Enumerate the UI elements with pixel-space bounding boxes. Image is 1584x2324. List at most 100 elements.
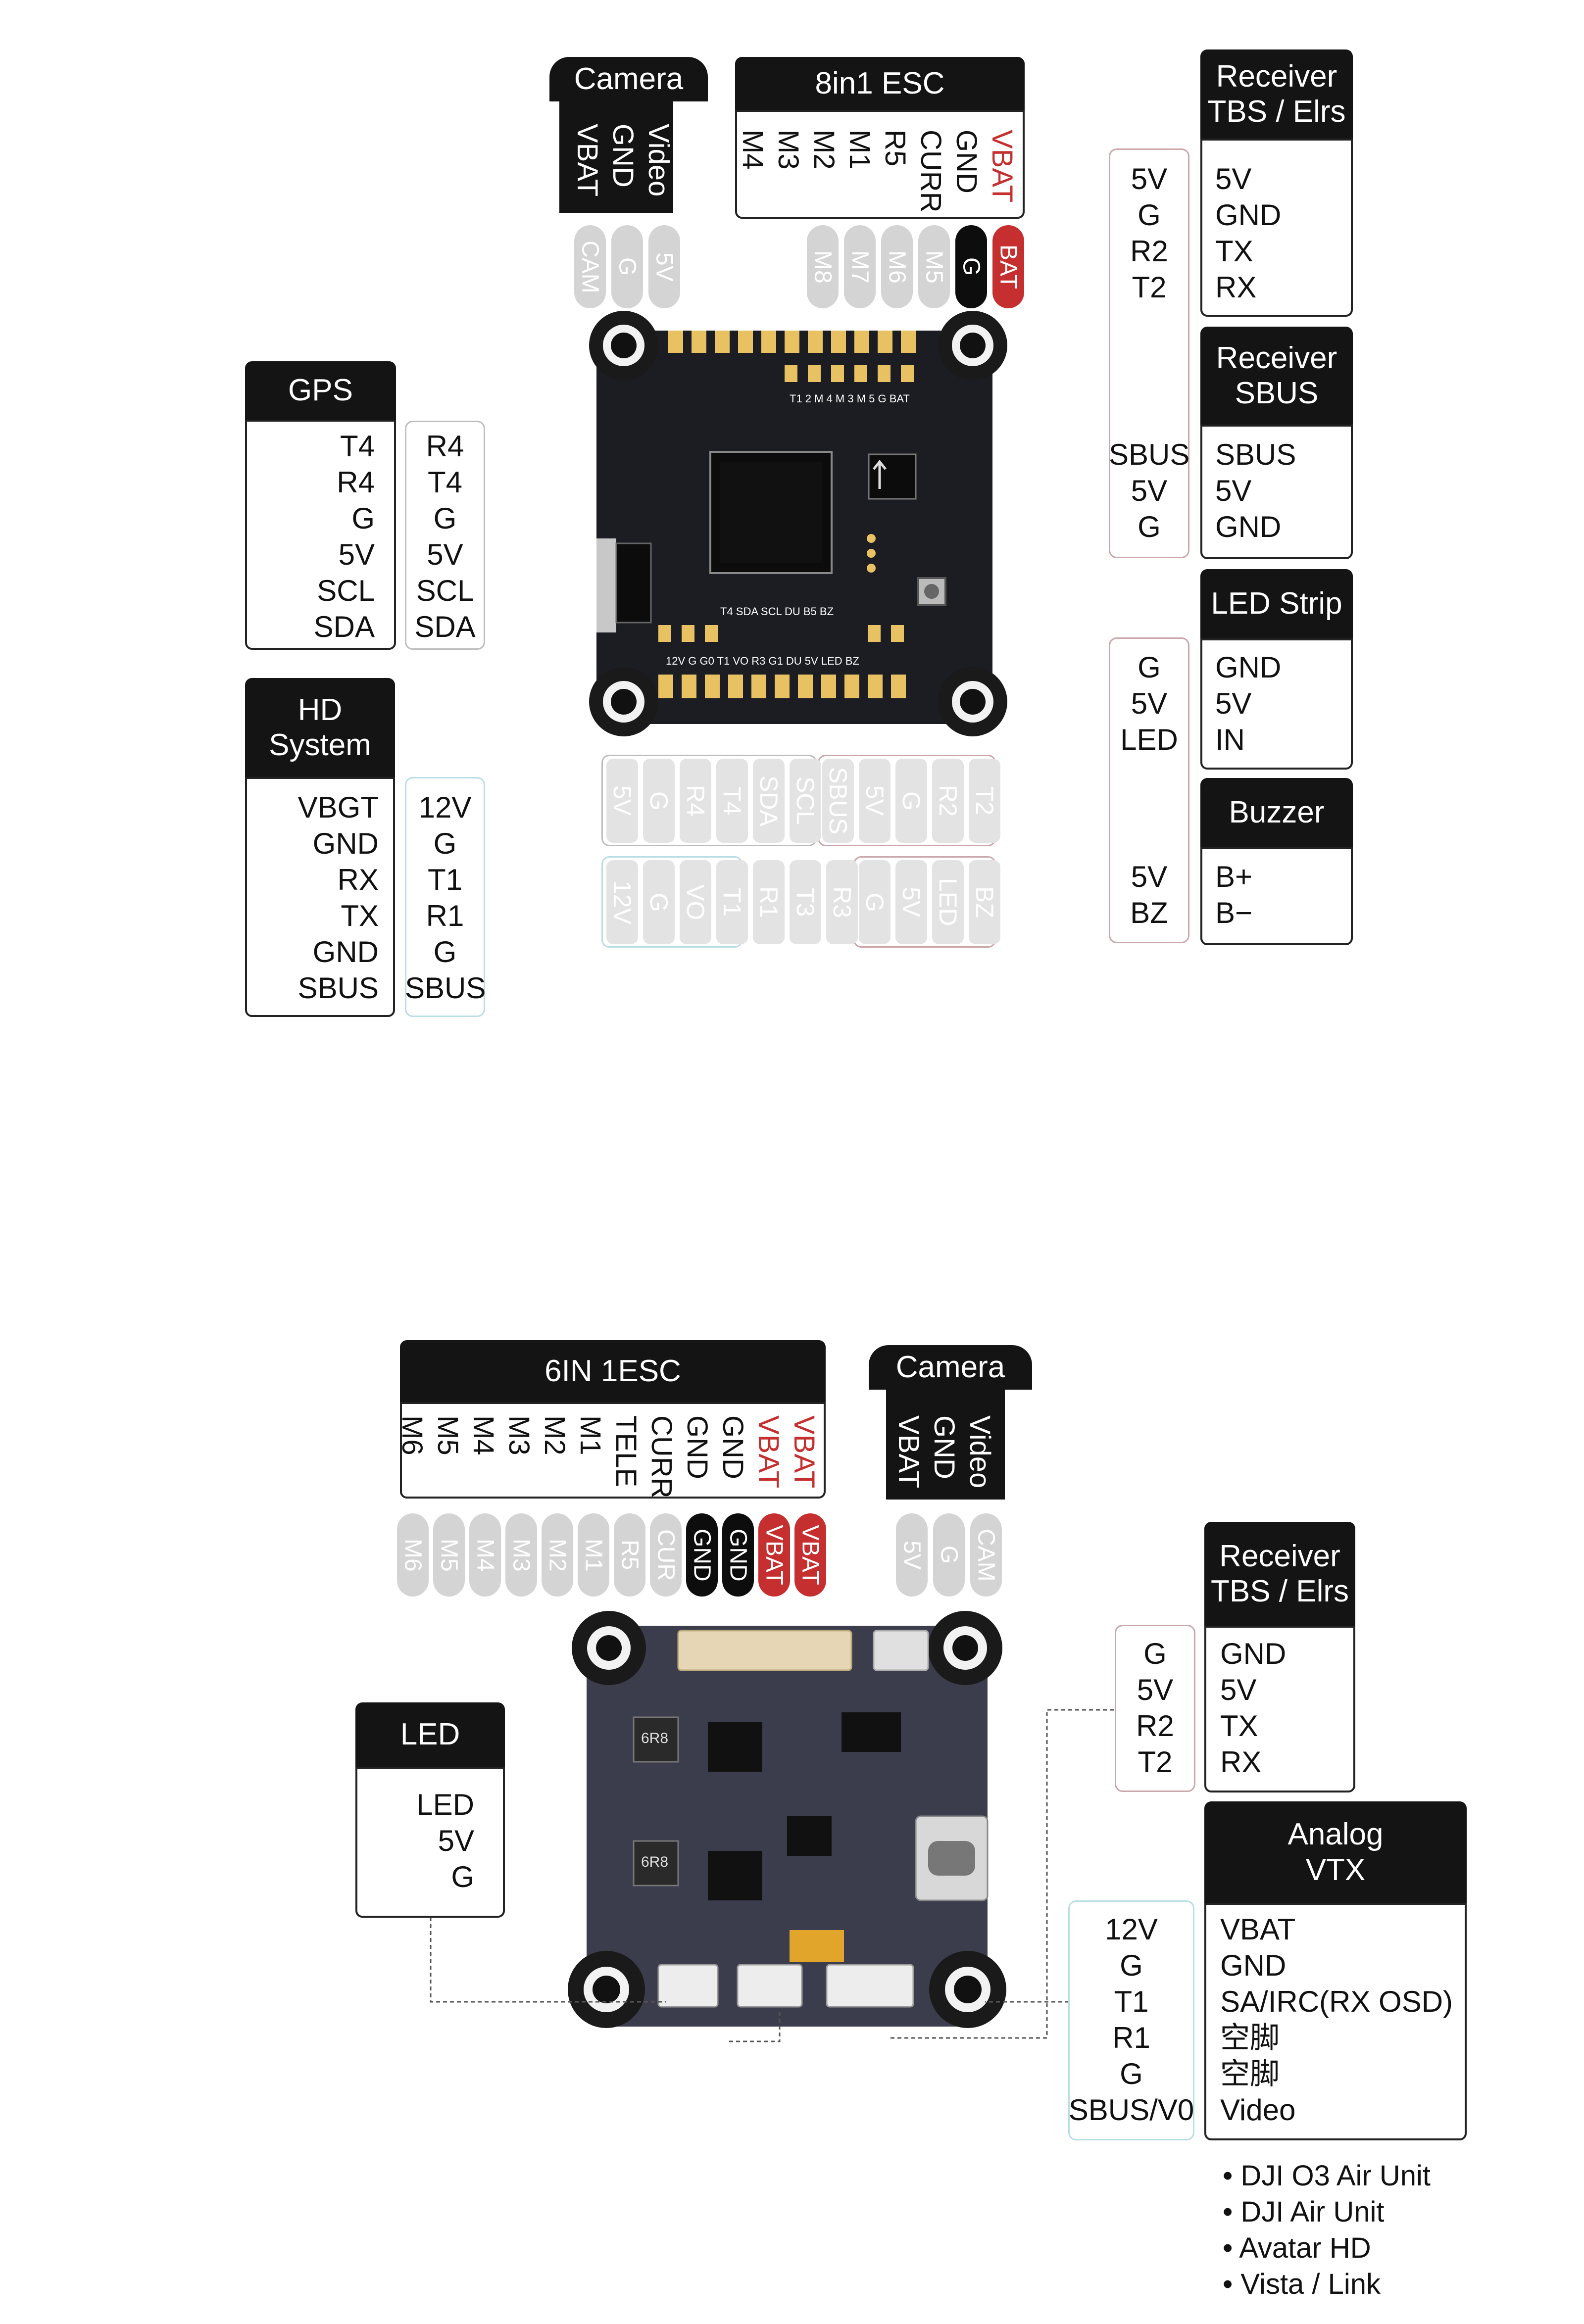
pin-label: GND bbox=[928, 1415, 960, 1479]
top-camera-header: Camera bbox=[549, 57, 708, 101]
top-esc-header: 8in1 ESC bbox=[735, 57, 1025, 110]
pad: M6 bbox=[397, 1513, 429, 1597]
fc-label: G bbox=[1138, 651, 1161, 684]
bottom-receiver-tbs-fc-labels: G 5V R2 T2 bbox=[1115, 1636, 1195, 1780]
bottom-receiver-tbs-fc-box bbox=[1115, 1625, 1195, 1792]
pad-bat: BAT bbox=[992, 225, 1024, 308]
pin-label: M3 bbox=[503, 1415, 535, 1455]
pad: M2 bbox=[542, 1513, 573, 1597]
pin-label: Video bbox=[1220, 2093, 1296, 2127]
fc-label: G bbox=[1138, 510, 1161, 543]
pad: 5V bbox=[895, 860, 927, 944]
top-fc-board: 12V G G0 T1 VO R3 G1 DU 5V LED BZ T4 SDA… bbox=[577, 311, 1012, 744]
bottom-esc-pins: VBAT VBAT GND GND CURR TELE M1 M2 M3 M4 … bbox=[396, 1415, 822, 1499]
pin-label: Video bbox=[643, 124, 675, 197]
pin-label: RX bbox=[337, 863, 379, 896]
pad: M4 bbox=[469, 1513, 501, 1597]
pin-label: CURR bbox=[645, 1415, 678, 1499]
top-receiver-sbus-box bbox=[1200, 425, 1353, 559]
list-item: • DJI O3 Air Unit bbox=[1223, 2160, 1431, 2192]
pin-label: 5V bbox=[1215, 687, 1252, 720]
pin-label: 5V bbox=[338, 538, 375, 571]
pin-label: VBAT bbox=[1220, 1913, 1296, 1946]
bottom-led-box bbox=[355, 1767, 505, 1918]
pad: M5 bbox=[433, 1513, 465, 1597]
pad: M1 bbox=[578, 1513, 609, 1597]
pad: 5V bbox=[648, 225, 680, 308]
pad: T3 bbox=[790, 860, 821, 944]
fc-label: G bbox=[1138, 198, 1161, 232]
top-gps-box bbox=[245, 420, 396, 650]
bottom-camera-pins: Video GND VBAT bbox=[892, 1415, 997, 1488]
pin-label: M6 bbox=[396, 1415, 428, 1455]
fc-label: SCL bbox=[416, 574, 474, 607]
title-line: VTX bbox=[1305, 1852, 1366, 1887]
pin-label: GND bbox=[1215, 510, 1282, 543]
pad: T2 bbox=[969, 759, 1000, 843]
pin-label: M3 bbox=[772, 130, 804, 170]
pad: M3 bbox=[505, 1513, 537, 1597]
pin-label: TELE bbox=[610, 1415, 642, 1488]
top-gps-header: GPS bbox=[245, 361, 396, 420]
fc-label: G bbox=[1120, 2057, 1143, 2090]
top-right-fc-box1 bbox=[1109, 148, 1189, 558]
pin-label: SDA bbox=[313, 610, 375, 643]
top-receiver-tbs-box bbox=[1200, 139, 1353, 317]
top-receiver-tbs-header: Receiver TBS / Elrs bbox=[1200, 49, 1353, 139]
pin-label: R4 bbox=[337, 466, 375, 499]
top-right-fc-labels1: 5V G R2 T2 bbox=[1109, 161, 1189, 305]
bottom-camera-connector bbox=[886, 1388, 1005, 1500]
bottom-vtx-box bbox=[1204, 1903, 1467, 2140]
top-buzzer-title: Buzzer bbox=[1229, 795, 1325, 830]
pin-label: GND bbox=[950, 130, 983, 194]
bottom-esc-header: 6IN 1ESC bbox=[400, 1340, 826, 1402]
pin-label: G bbox=[451, 1860, 474, 1893]
pad: G bbox=[895, 759, 927, 843]
pin-label: GND bbox=[1215, 651, 1282, 684]
pin-label: GND bbox=[312, 827, 379, 860]
fc-label: G bbox=[433, 827, 457, 860]
pin-label: GND bbox=[1215, 198, 1282, 232]
pad: CAM bbox=[970, 1513, 1002, 1597]
fc-label: SBUS/V0 bbox=[1068, 2093, 1194, 2127]
pad-gnd: G bbox=[955, 225, 987, 308]
pin-label: B+ bbox=[1215, 860, 1253, 893]
pin-label: VBAT bbox=[571, 124, 603, 197]
pin-label: 5V bbox=[438, 1824, 474, 1857]
bottom-led-header: LED bbox=[355, 1702, 505, 1767]
fc-label: G bbox=[433, 502, 457, 535]
top-led-strip-pins: GND 5V IN bbox=[1215, 649, 1281, 758]
top-hd-fc-box bbox=[405, 777, 485, 1017]
fc-label: 5V bbox=[1131, 687, 1168, 720]
fc-label: 12V bbox=[1105, 1913, 1158, 1946]
top-esc-box bbox=[735, 110, 1025, 219]
fc-label: 12V bbox=[418, 791, 472, 824]
pad: T1 bbox=[716, 860, 748, 944]
fc-label: R2 bbox=[1136, 1709, 1174, 1743]
pad: G bbox=[859, 860, 891, 944]
top-gps-fc-box bbox=[405, 421, 485, 650]
top-buzzer-pins: B+ B− bbox=[1215, 859, 1252, 931]
top-camera-connector bbox=[559, 99, 673, 213]
pad-gnd: GND bbox=[686, 1513, 718, 1597]
pad: R2 bbox=[932, 759, 964, 843]
top-esc-pins: VBAT GND CURR R5 M1 M2 M3 M4 bbox=[737, 130, 1020, 213]
fc-label: G bbox=[433, 935, 457, 968]
pad: G bbox=[933, 1513, 965, 1597]
pad: M8 bbox=[807, 225, 839, 308]
fc-label: 5V bbox=[427, 538, 463, 571]
bottom-fc-board: 6R8 6R8 bbox=[559, 1598, 1015, 2054]
pin-label: M4 bbox=[737, 130, 769, 170]
title-line: TBS / Elrs bbox=[1207, 95, 1346, 129]
fc-label: SBUS bbox=[1109, 438, 1190, 471]
fc-label: T1 bbox=[1114, 1985, 1149, 2018]
fc-label: T2 bbox=[1138, 1745, 1173, 1779]
pin-label: GND bbox=[717, 1415, 749, 1479]
pad: T4 bbox=[716, 759, 748, 843]
pad: M5 bbox=[918, 225, 950, 308]
pin-label: M1 bbox=[843, 130, 876, 170]
bottom-receiver-tbs-box bbox=[1204, 1626, 1355, 1792]
pin-label: 5V bbox=[1220, 1673, 1257, 1706]
pad: 5V bbox=[896, 1513, 928, 1597]
